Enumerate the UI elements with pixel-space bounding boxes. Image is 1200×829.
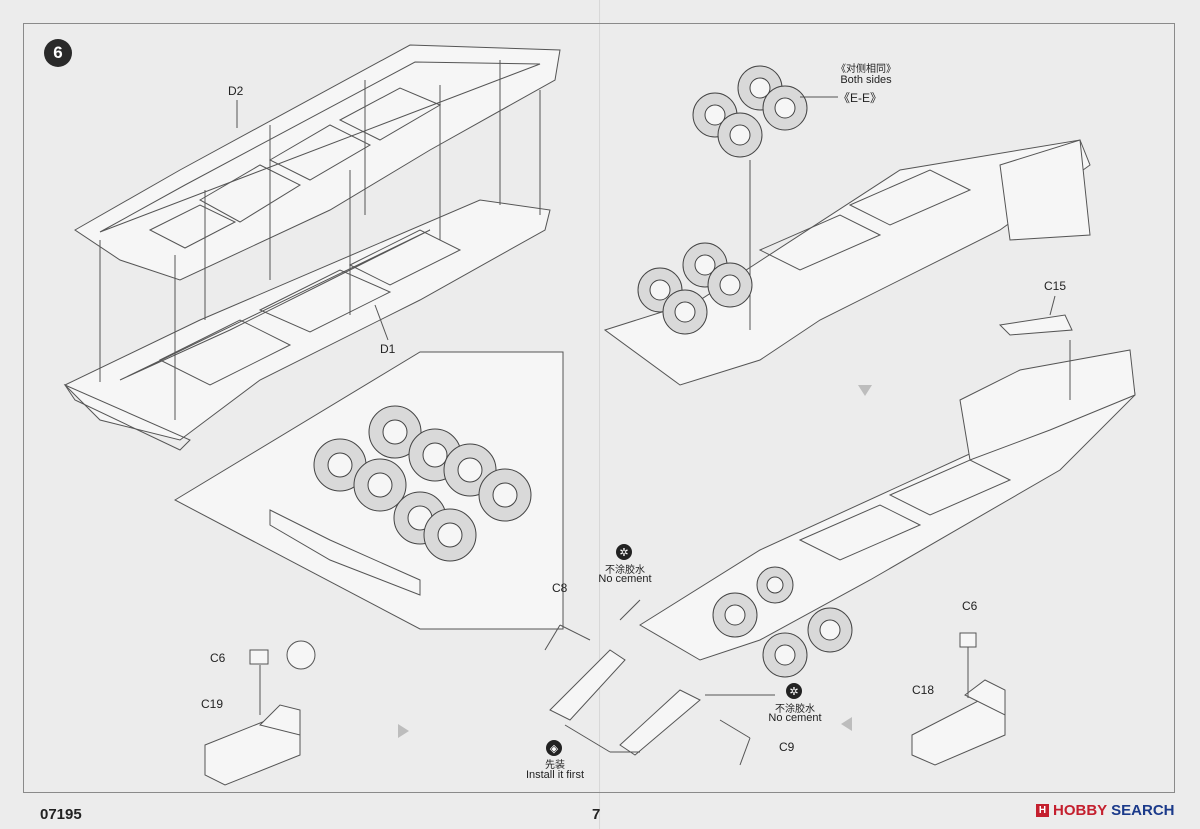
brand-logo: H HOBBY SEARCH	[1036, 802, 1175, 819]
product-code: 07195	[40, 806, 82, 823]
install-first-icon: ◈	[546, 740, 562, 756]
part-label-c18: C18	[912, 683, 935, 697]
part-c19-drawing	[204, 640, 316, 786]
page-border	[23, 23, 1175, 793]
note-no-cement-en-2: No cement	[768, 712, 822, 724]
wheels-e-e-top	[692, 65, 808, 158]
down-arrow	[858, 385, 872, 396]
note-both-sides-parts: 《E-E》	[838, 91, 883, 105]
part-label-c8: C8	[552, 581, 568, 595]
note-both-sides-cn: 《对侧相同》	[836, 64, 896, 75]
step-number-badge: 6	[44, 39, 72, 67]
part-c18-drawing	[911, 632, 1006, 766]
no-cement-icon: ✲	[786, 683, 802, 699]
part-label-c19: C19	[201, 697, 224, 711]
right-arrow-left	[398, 724, 409, 738]
part-label-c15: C15	[1044, 279, 1067, 293]
part-label-c6-right: C6	[962, 599, 978, 613]
note-no-cement-cn-1: 不涂胶水	[605, 565, 645, 576]
left-arrow-right	[841, 717, 852, 731]
part-label-d1: D1	[380, 342, 396, 356]
wheels-mounted-top	[637, 242, 753, 335]
brand-text-a: HOBBY	[1053, 802, 1108, 819]
part-label-c6-left: C6	[210, 651, 226, 665]
page-number: 7	[592, 806, 601, 823]
chassis-d1-drawing	[63, 199, 551, 451]
note-install-first-cn: 先装	[545, 760, 565, 771]
brand-text-b: SEARCH	[1111, 802, 1175, 819]
wheels-main	[712, 566, 853, 678]
part-c15-drawing	[998, 314, 1073, 336]
note-no-cement-cn-2: 不涂胶水	[775, 704, 815, 715]
note-install-first-en: Install it first	[525, 769, 585, 781]
alignment-lines	[99, 60, 541, 420]
ramps	[544, 599, 775, 766]
part-label-d2: D2	[228, 84, 244, 98]
part-label-c9: C9	[779, 740, 795, 754]
brand-mark-icon: H	[1036, 804, 1049, 817]
note-no-cement-en-1: No cement	[598, 573, 652, 585]
inset-wheels	[313, 405, 532, 562]
no-cement-icon: ✲	[616, 544, 632, 560]
page-fold	[599, 0, 601, 829]
top-right-chassis	[603, 139, 1091, 386]
deck-d2-drawing	[74, 44, 561, 281]
note-both-sides-en: Both sides	[840, 74, 892, 86]
